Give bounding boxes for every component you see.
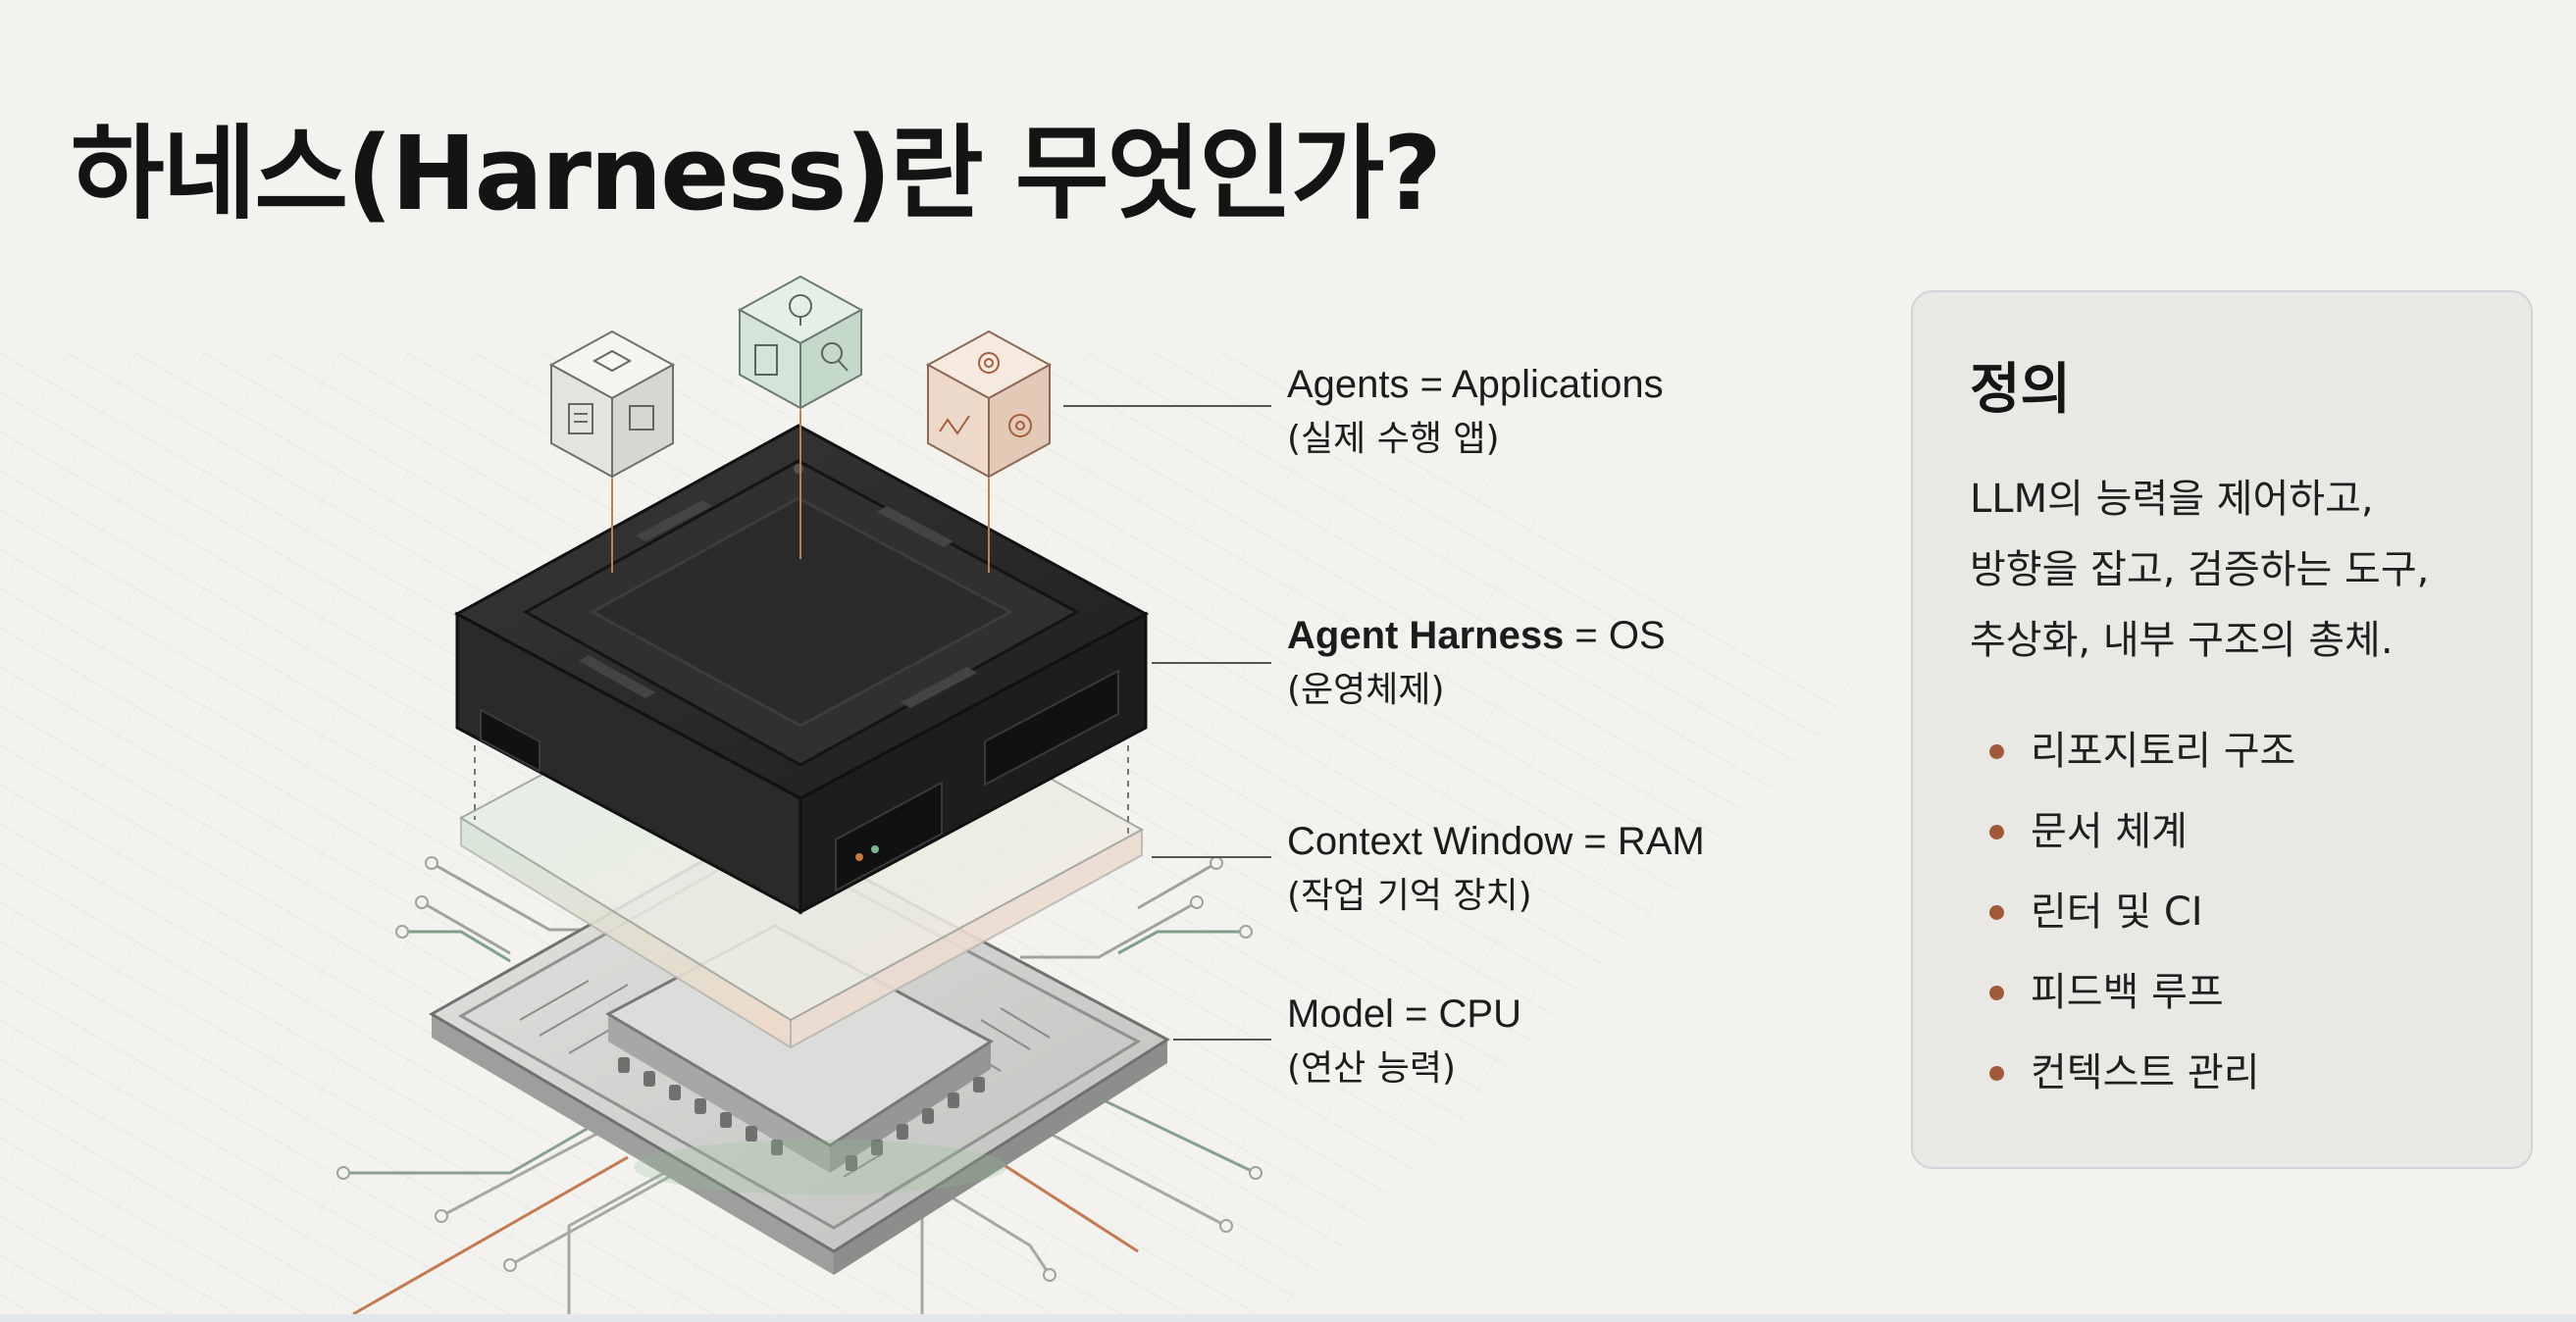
- label-agents-title: Agents = Applications: [1287, 363, 1664, 406]
- bullet-dot: [1989, 825, 2004, 839]
- definition-body-line: 방향을 잡고, 검증하는 도구,: [1970, 547, 2430, 592]
- label-harness: Agent Harness = OS (운영체제): [1287, 608, 1666, 718]
- label-harness-title-rest: = OS: [1564, 614, 1666, 657]
- bullet-dot: [1989, 986, 2004, 1000]
- list-item: 리포지토리 구조: [1989, 711, 2474, 791]
- label-context: Context Window = RAM (작업 기억 장치): [1287, 814, 1705, 924]
- label-agents: Agents = Applications (실제 수행 앱): [1287, 357, 1664, 467]
- list-item: 컨텍스트 관리: [1989, 1033, 2474, 1113]
- definition-heading: 정의: [1970, 358, 2072, 422]
- label-harness-title-bold: Agent Harness: [1287, 614, 1565, 657]
- document-icon: [568, 349, 654, 434]
- bullet-dot: [1989, 744, 2004, 759]
- agent-harness-box: [453, 424, 1150, 915]
- agent-cube-document: [548, 330, 676, 479]
- list-item: 문서 체계: [1989, 791, 2474, 872]
- label-model-title: Model = CPU: [1287, 992, 1521, 1036]
- bullet-dot: [1989, 905, 2004, 920]
- agent-cube-search: [737, 275, 864, 410]
- definition-card: 정의 LLM의 능력을 제어하고, 방향을 잡고, 검증하는 도구, 추상화, …: [1911, 290, 2533, 1169]
- list-item: 피드백 루프: [1989, 952, 2474, 1033]
- list-item-text: 컨텍스트 관리: [2031, 1050, 2260, 1095]
- label-harness-subtitle: (운영체제): [1287, 670, 1445, 710]
- list-item-text: 리포지토리 구조: [2031, 729, 2296, 774]
- page-title: 하네스(Harness)란 무엇인가?: [71, 114, 1442, 233]
- label-context-title: Context Window = RAM: [1287, 820, 1705, 863]
- definition-body: LLM의 능력을 제어하고, 방향을 잡고, 검증하는 도구, 추상화, 내부 …: [1970, 464, 2474, 676]
- agent-cube-gear: [925, 330, 1053, 479]
- label-context-subtitle: (작업 기억 장치): [1287, 876, 1532, 916]
- gear-icon: [939, 352, 1032, 437]
- bottom-band: [0, 1314, 2576, 1322]
- label-model: Model = CPU (연산 능력): [1287, 987, 1521, 1096]
- chip-pins: [618, 1057, 985, 1171]
- trace-endpoints: [336, 856, 1262, 1282]
- definition-body-line: 추상화, 내부 구조의 총체.: [1970, 618, 2394, 663]
- list-item-text: 린터 및 CI: [2031, 890, 2203, 935]
- definition-body-line: LLM의 능력을 제어하고,: [1970, 477, 2374, 522]
- search-icon: [754, 294, 849, 376]
- leader-lines: [1063, 405, 1271, 1041]
- bullet-dot: [1989, 1066, 2004, 1081]
- circuit-traces: [343, 861, 1257, 1316]
- list-item-text: 피드백 루프: [2031, 970, 2224, 1015]
- cube-connectors: [611, 410, 990, 573]
- harness-ports: [480, 669, 1119, 892]
- label-agents-subtitle: (실제 수행 앱): [1287, 419, 1500, 459]
- list-item: 린터 및 CI: [1989, 872, 2474, 952]
- definition-list: 리포지토리 구조 문서 체계 린터 및 CI 피드백 루프 컨텍스트 관리: [1970, 711, 2474, 1113]
- label-model-subtitle: (연산 능력): [1287, 1048, 1457, 1089]
- harness-vents: [579, 500, 977, 708]
- list-item-text: 문서 체계: [2031, 809, 2188, 854]
